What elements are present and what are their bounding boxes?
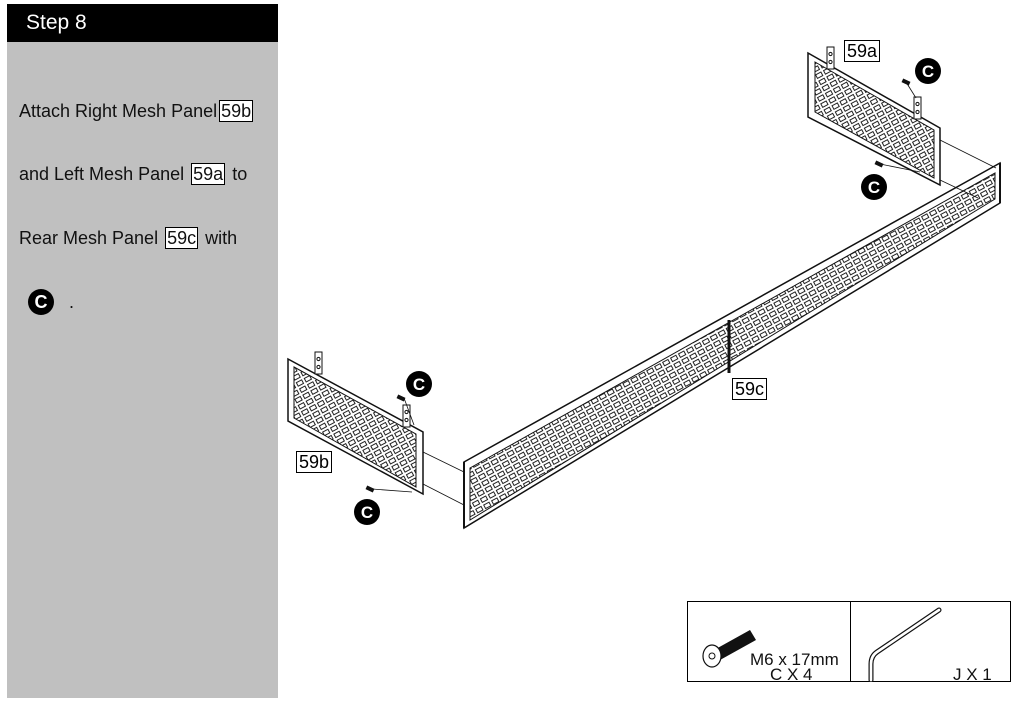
instruction-text: . (69, 292, 75, 312)
parts-cell-key: J X 1 (851, 602, 1011, 684)
instruction-text: Rear Mesh Panel (19, 228, 159, 248)
instruction-line-3: Rear Mesh Panel 59c with (19, 227, 237, 249)
instruction-line-2: and Left Mesh Panel 59a to (19, 163, 247, 185)
fastener-c-badge: C (861, 174, 887, 200)
svg-text:C: C (361, 503, 373, 522)
parts-divider (850, 602, 851, 681)
part-tag-59a: 59a (191, 163, 226, 185)
svg-text:C: C (413, 375, 425, 394)
fastener-c-badge: C (406, 371, 432, 397)
part-tag-59b: 59b (219, 100, 254, 122)
svg-text:C: C (922, 62, 934, 81)
fastener-c-badge: C (915, 58, 941, 84)
step-title: Step 8 (7, 4, 278, 42)
instruction-text: Attach Right Mesh Panel (19, 101, 218, 121)
label-59c: 59c (732, 378, 768, 400)
key-qty: J X 1 (953, 665, 992, 684)
label-59b: 59b (296, 451, 333, 473)
flat-head-screw-icon (702, 630, 756, 668)
rear-mesh-panel-59c (463, 161, 1001, 530)
left-mesh-panel-59a (807, 46, 997, 199)
screw-size: M6 x 17mm (750, 650, 839, 669)
instruction-text: with (205, 228, 238, 248)
assembly-diagram: C C C C (287, 46, 1001, 530)
parts-cell-screw: M6 x 17mm C X 4 (688, 602, 850, 684)
label-59a: 59a (844, 40, 881, 62)
part-tag-59c: 59c (165, 227, 199, 249)
svg-text:C: C (868, 178, 880, 197)
fastener-c-badge: C (354, 499, 380, 525)
screw-qty: C X 4 (770, 665, 813, 684)
instruction-text: and Left Mesh Panel (19, 164, 185, 184)
right-mesh-panel-59b (287, 351, 465, 506)
allen-key-icon (868, 607, 942, 682)
instruction-text: to (232, 164, 248, 184)
parts-list: M6 x 17mm C X 4 J X 1 (687, 601, 1011, 684)
instruction-line-4: C . (28, 289, 74, 315)
fastener-c-badge: C (28, 289, 54, 315)
